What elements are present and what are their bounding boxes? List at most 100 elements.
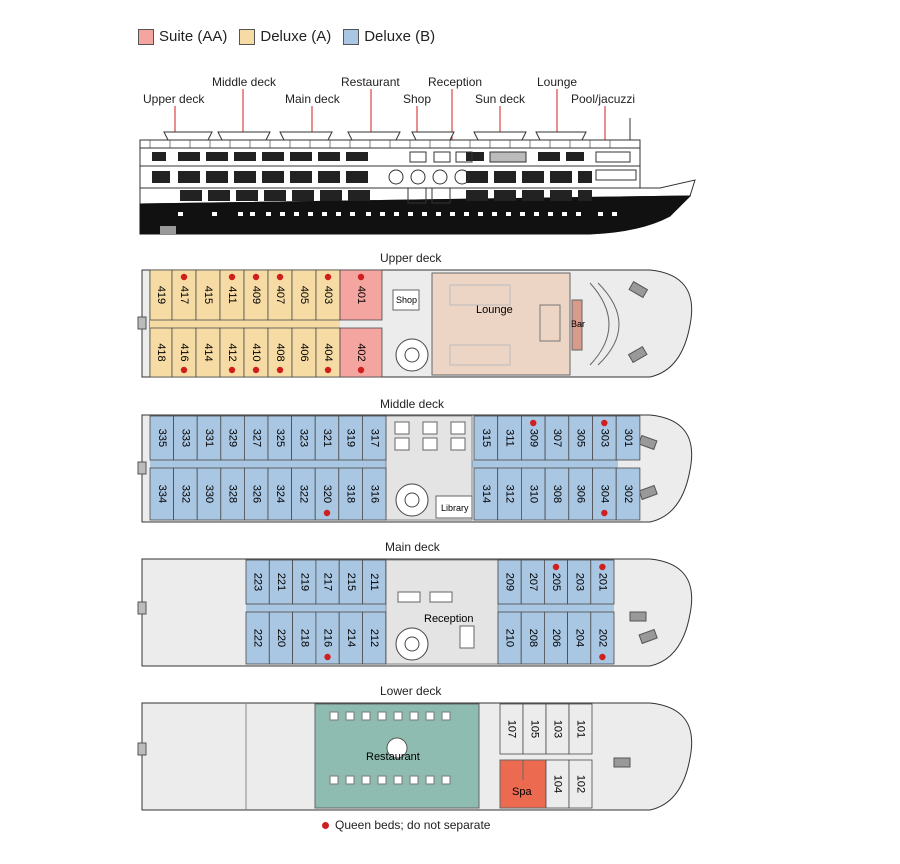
cabin-number: 217 bbox=[322, 573, 334, 591]
cabin-number: 318 bbox=[345, 485, 357, 503]
cabin-number: 417 bbox=[178, 286, 190, 304]
cabin-411: 411 bbox=[219, 269, 245, 321]
cabin-number: 402 bbox=[355, 343, 367, 361]
cabin-number: 305 bbox=[575, 429, 587, 447]
cabin-406: 406 bbox=[291, 327, 317, 378]
legend-label-suite: Suite (AA) bbox=[159, 28, 228, 45]
cabin-210: 210 bbox=[497, 611, 522, 665]
cabin-419: 419 bbox=[149, 269, 173, 321]
cabin-416: 416 bbox=[171, 327, 197, 378]
cabin-number: 410 bbox=[250, 343, 262, 361]
cabin-401: 401 bbox=[339, 269, 383, 321]
cabin-320: 320 bbox=[314, 467, 340, 521]
cabin-418: 418 bbox=[149, 327, 173, 378]
restaurant-label: Restaurant bbox=[366, 751, 420, 763]
cabin-304: 304 bbox=[592, 467, 617, 521]
cabin-number: 312 bbox=[504, 485, 516, 503]
cabin-number: 322 bbox=[297, 485, 309, 503]
cabin-329: 329 bbox=[220, 415, 245, 461]
cabin-box bbox=[568, 759, 593, 809]
cabin-number: 409 bbox=[250, 286, 262, 304]
cabin-number: 304 bbox=[598, 485, 610, 503]
cabin-number: 407 bbox=[274, 286, 286, 304]
cabin-405: 405 bbox=[291, 269, 317, 321]
cabin-104: 104 bbox=[545, 759, 570, 809]
queen-bed-dot-icon bbox=[228, 366, 236, 374]
cabin-312: 312 bbox=[497, 467, 522, 521]
legend-swatch-deluxe-b bbox=[343, 28, 360, 45]
legend-item-suite: Suite (AA) bbox=[138, 28, 227, 45]
cabin-301: 301 bbox=[615, 415, 641, 461]
cabin-306: 306 bbox=[568, 467, 593, 521]
cabin-number: 418 bbox=[155, 343, 167, 361]
queen-bed-dot-icon bbox=[180, 273, 188, 281]
queen-bed-dot-icon bbox=[276, 366, 284, 374]
legend: Suite (AA) Deluxe (A) Deluxe (B) bbox=[138, 28, 447, 45]
cabin-number: 206 bbox=[550, 629, 562, 647]
cabin-331: 331 bbox=[196, 415, 222, 461]
cabin-number: 316 bbox=[368, 485, 380, 503]
cabin-number: 321 bbox=[321, 429, 333, 447]
cabin-311: 311 bbox=[497, 415, 522, 461]
queen-bed-dot-icon bbox=[252, 366, 260, 374]
cabin-number: 222 bbox=[252, 629, 264, 647]
cabin-number: 311 bbox=[504, 429, 516, 447]
legend-label-deluxe-b: Deluxe (B) bbox=[364, 28, 436, 45]
legend-item-deluxe-a: Deluxe (A) bbox=[239, 28, 331, 45]
cabin-322: 322 bbox=[291, 467, 316, 521]
cabin-223: 223 bbox=[245, 559, 270, 605]
cabin-217: 217 bbox=[315, 559, 340, 605]
cabin-box bbox=[590, 559, 615, 605]
legend-item-deluxe-b: Deluxe (B) bbox=[343, 28, 435, 45]
cabin-208: 208 bbox=[520, 611, 545, 665]
queen-bed-dot-icon bbox=[552, 563, 560, 571]
cabin-315: 315 bbox=[473, 415, 499, 461]
cabin-number: 319 bbox=[345, 429, 357, 447]
queen-bed-dot-icon bbox=[323, 509, 331, 517]
cabin-323: 323 bbox=[291, 415, 316, 461]
cabin-318: 318 bbox=[338, 467, 363, 521]
cabin-209: 209 bbox=[497, 559, 522, 605]
cabin-408: 408 bbox=[267, 327, 293, 378]
queen-bed-dot-icon bbox=[322, 821, 329, 829]
cabin-number: 329 bbox=[227, 429, 239, 447]
cabin-number: 404 bbox=[322, 343, 334, 361]
side-label-reception: Reception bbox=[428, 75, 483, 89]
cabin-216: 216 bbox=[315, 611, 340, 665]
cabin-number: 317 bbox=[368, 429, 380, 447]
cabin-number: 415 bbox=[202, 286, 214, 304]
queen-bed-dot-icon bbox=[601, 419, 608, 427]
cabin-number: 210 bbox=[504, 629, 516, 647]
queen-bed-dot-icon bbox=[324, 273, 332, 281]
cabin-number: 207 bbox=[527, 573, 539, 591]
cabin-403: 403 bbox=[315, 269, 341, 321]
cabin-number: 218 bbox=[298, 629, 310, 647]
ship-side-view bbox=[139, 89, 696, 235]
cabin-number: 308 bbox=[551, 485, 563, 503]
side-label-sun-deck: Sun deck bbox=[475, 92, 526, 106]
queen-bed-dot-icon bbox=[357, 366, 365, 374]
cabin-105: 105 bbox=[522, 703, 547, 755]
cabin-220: 220 bbox=[268, 611, 293, 665]
cabin-number: 334 bbox=[156, 485, 168, 503]
cabin-number: 223 bbox=[252, 573, 264, 591]
cabin-316: 316 bbox=[361, 467, 387, 521]
cabin-332: 332 bbox=[173, 467, 198, 521]
cabin-number: 214 bbox=[345, 629, 357, 647]
cabin-number: 408 bbox=[274, 343, 286, 361]
cabin-number: 419 bbox=[155, 286, 167, 304]
cabin-222: 222 bbox=[245, 611, 270, 665]
queen-bed-dot-icon bbox=[530, 419, 537, 427]
queen-bed-dot-icon bbox=[599, 563, 606, 571]
cabin-number: 325 bbox=[274, 429, 286, 447]
cabin-307: 307 bbox=[544, 415, 570, 461]
cabin-box bbox=[361, 415, 387, 461]
side-label-upper-deck: Upper deck bbox=[143, 92, 205, 106]
cabin-box bbox=[361, 467, 387, 521]
cabin-319: 319 bbox=[338, 415, 363, 461]
cabin-409: 409 bbox=[243, 269, 269, 321]
cabin-number: 205 bbox=[550, 573, 562, 591]
cabin-number: 221 bbox=[275, 573, 287, 591]
